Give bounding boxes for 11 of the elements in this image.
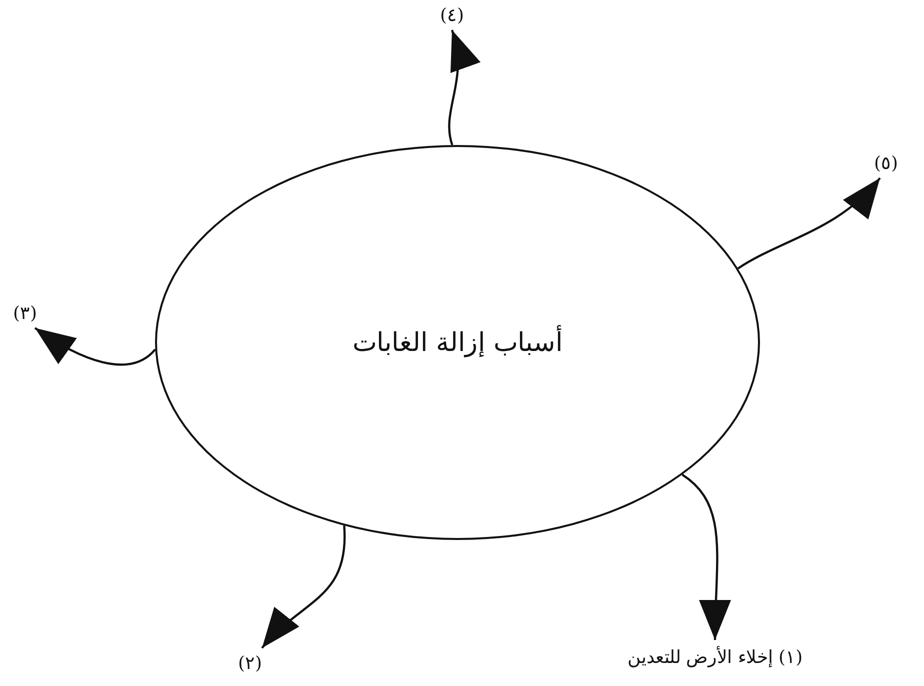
curved-arrow xyxy=(34,327,156,366)
cause-label: (٤) xyxy=(432,0,472,30)
cause-label: (١) إخلاء الأرض للتعدين xyxy=(570,640,860,674)
cause-label: (٥) xyxy=(866,148,906,178)
curved-arrow xyxy=(737,177,881,270)
curved-arrow xyxy=(448,30,479,146)
curved-arrow xyxy=(682,474,732,640)
node-title: أسباب إزالة الغابات xyxy=(352,327,562,358)
curved-arrow xyxy=(261,526,346,649)
cause-label: (٣) xyxy=(5,298,45,328)
cause-label: (٢) xyxy=(230,648,270,678)
